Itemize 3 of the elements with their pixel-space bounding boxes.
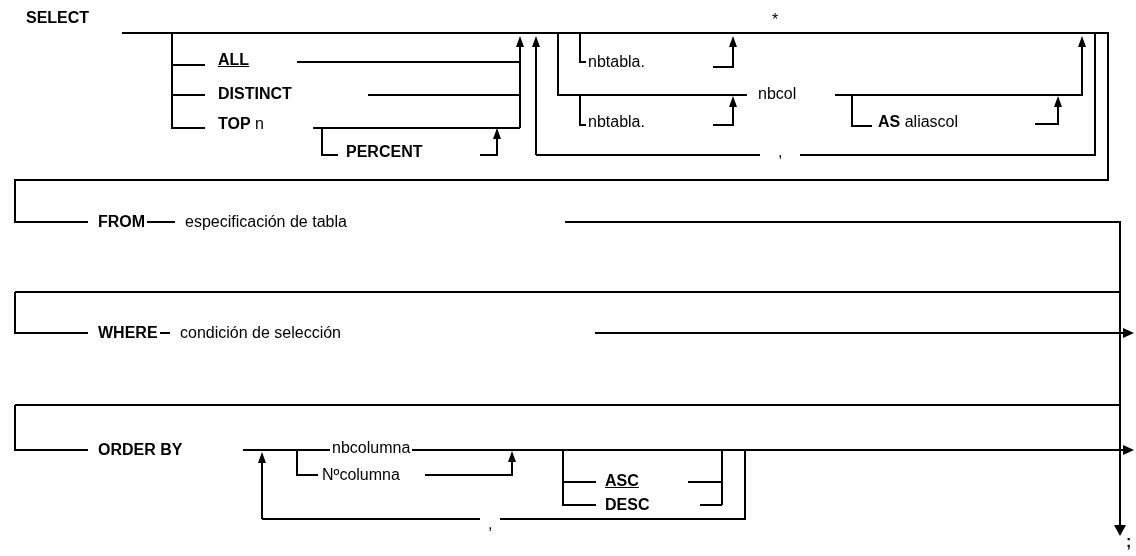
- syntax-term: especificación de tabla: [183, 212, 349, 232]
- keyword: ALL: [216, 50, 252, 70]
- keyword: ASC: [603, 471, 641, 491]
